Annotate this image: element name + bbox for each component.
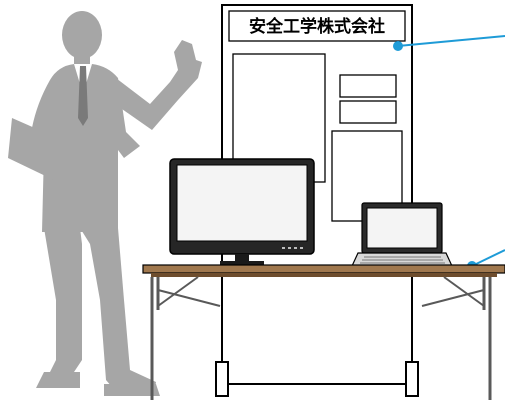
person-shoes (36, 372, 160, 396)
folding-table (142, 264, 505, 400)
laptop-screen (366, 207, 438, 249)
poster-small-middle (339, 100, 397, 124)
table-legs (150, 277, 492, 400)
company-sign-frame (228, 10, 406, 42)
company-sign-text: 安全工学株式会社 (249, 16, 385, 37)
laptop-computer (351, 202, 453, 267)
booth-foot-right (405, 361, 419, 397)
laptop-base (351, 252, 453, 267)
poster-small-top (339, 74, 397, 98)
person-head (62, 11, 102, 59)
booth-foot-left (215, 361, 229, 397)
table-apron (151, 273, 497, 277)
person-document (8, 118, 62, 182)
callout-dot-panel (393, 41, 403, 51)
person-torso (30, 64, 140, 232)
monitor-neck (235, 254, 249, 261)
person-tie (78, 66, 88, 126)
monitor-screen (176, 164, 308, 242)
desktop-monitor (169, 158, 315, 266)
monitor-buttons (282, 247, 303, 249)
person-neck (74, 53, 90, 67)
callout-line-table (471, 249, 505, 267)
table-braces (157, 276, 485, 307)
presenter-silhouette (8, 11, 202, 396)
monitor-stand-base (220, 261, 264, 266)
callout-line-panel (397, 35, 505, 47)
person-legs (44, 228, 156, 394)
table-top (142, 264, 505, 274)
laptop-keyboard (360, 256, 445, 264)
person-raised-arm (108, 40, 202, 130)
